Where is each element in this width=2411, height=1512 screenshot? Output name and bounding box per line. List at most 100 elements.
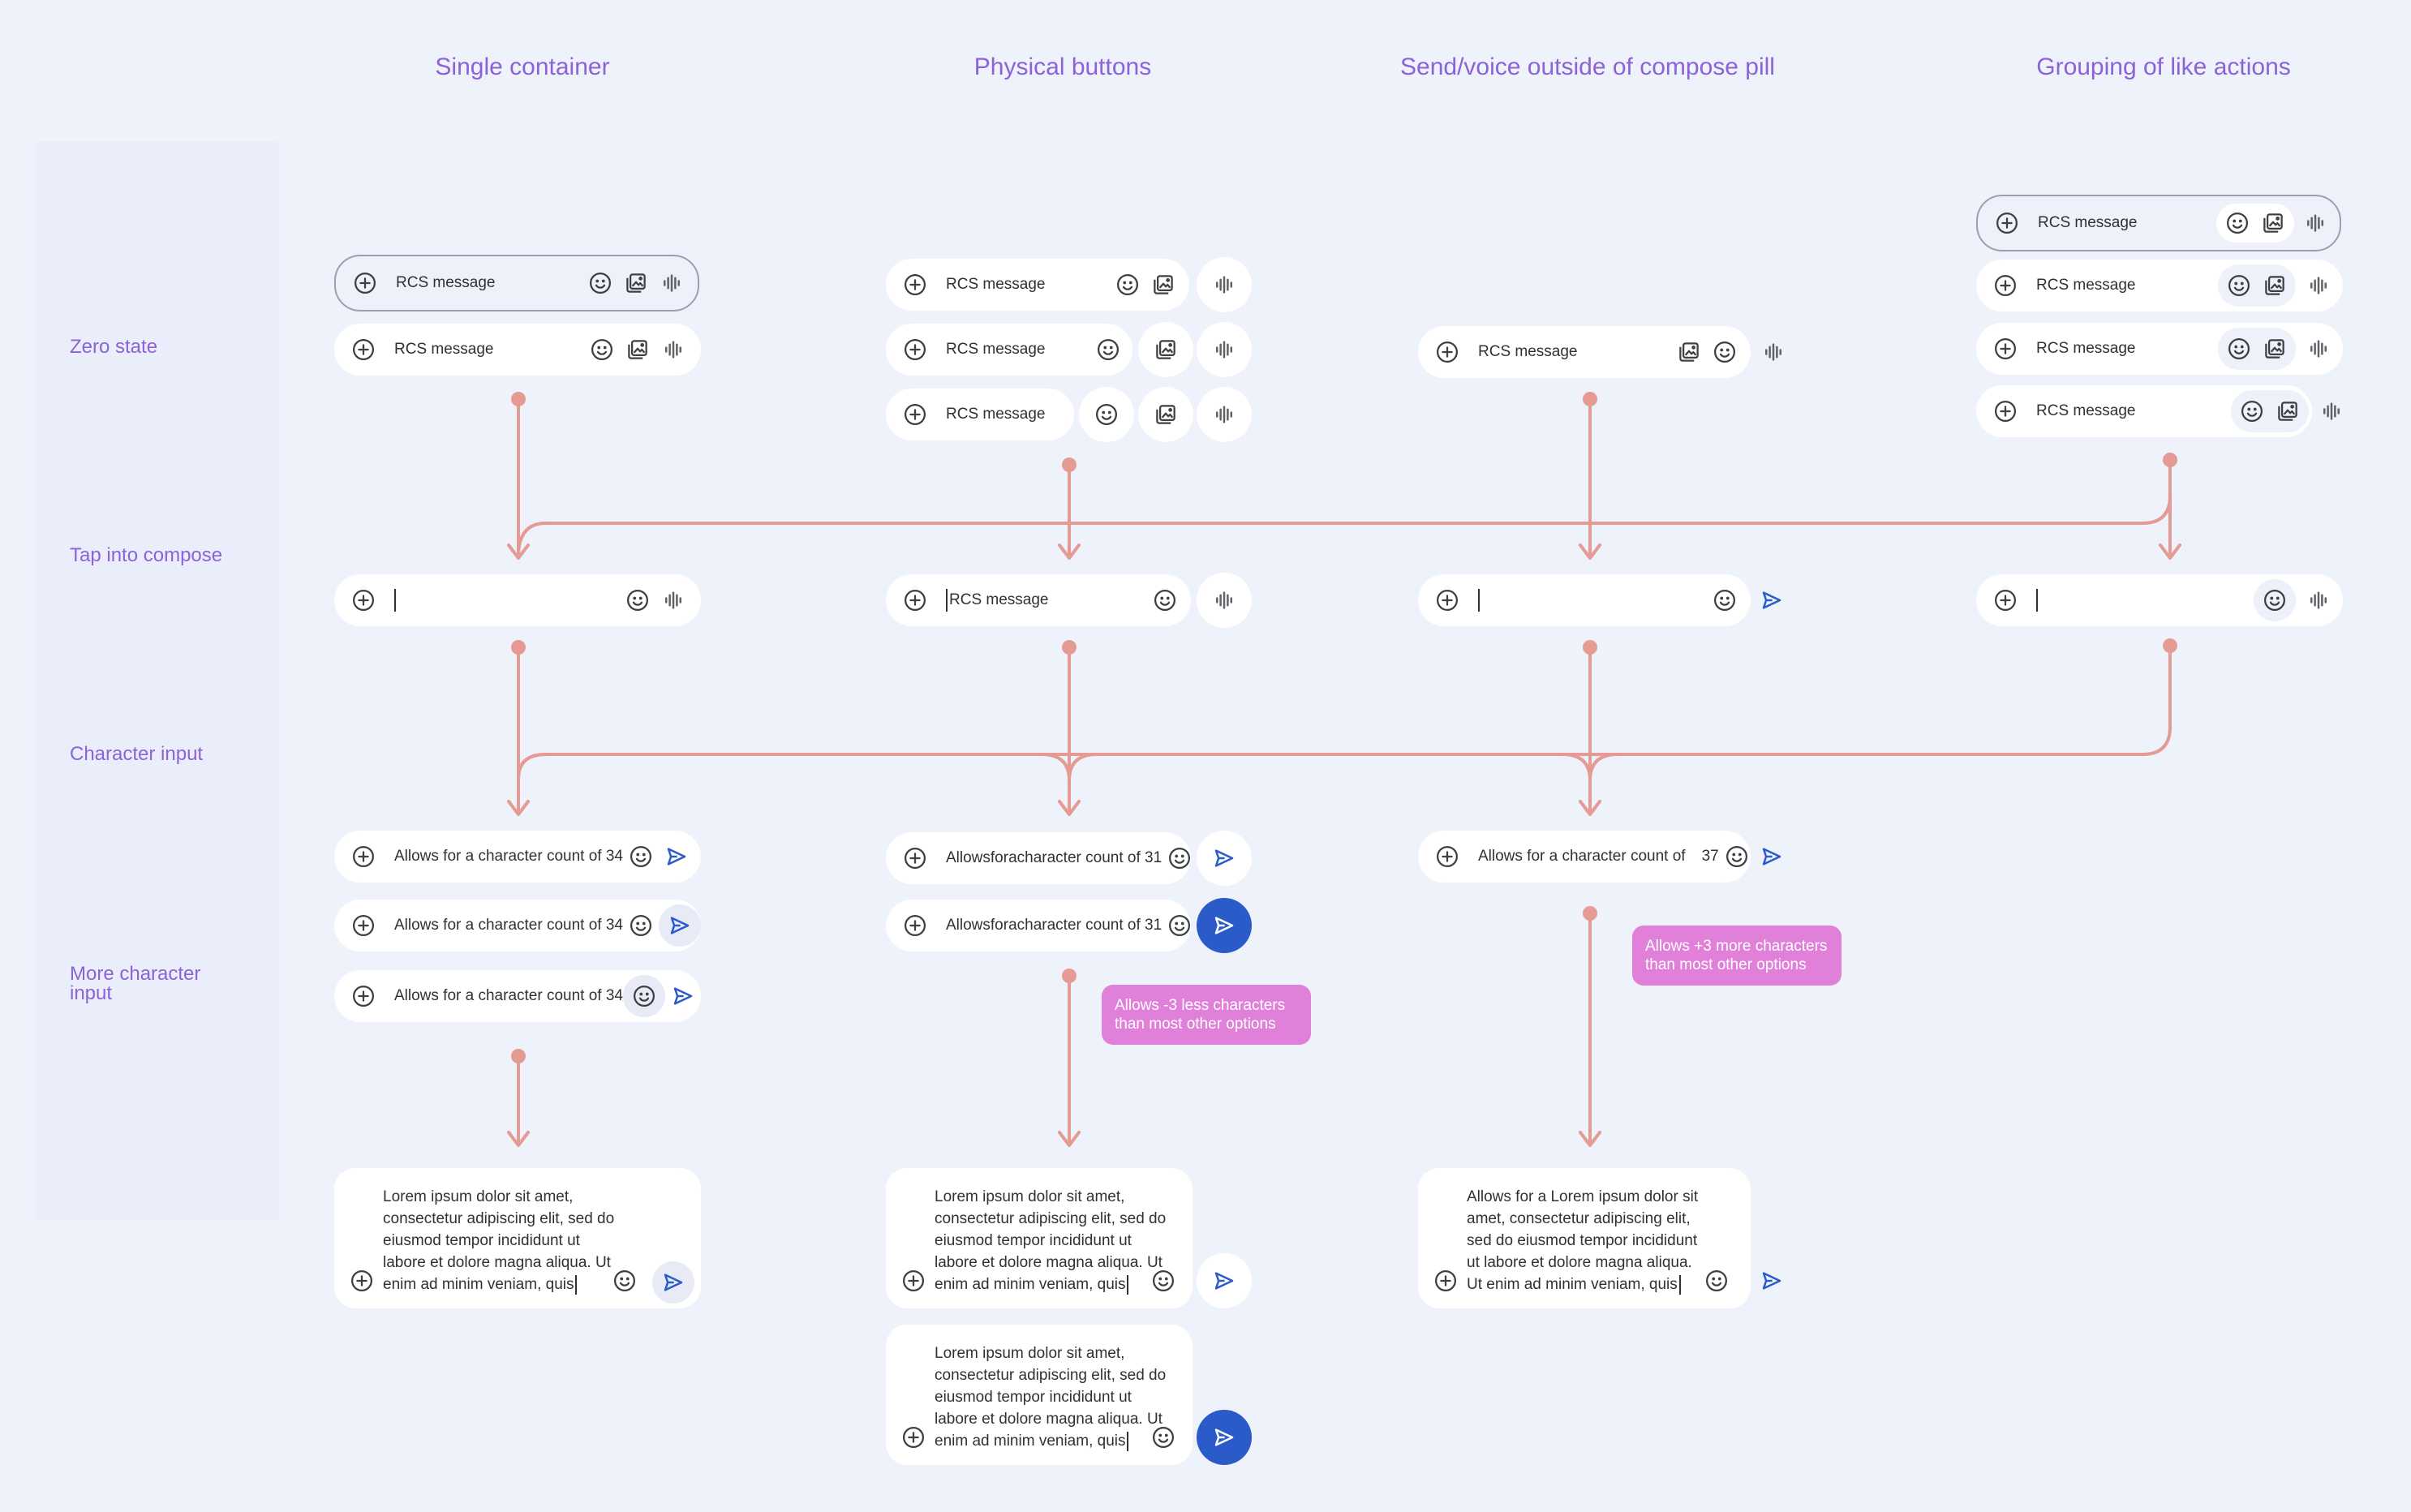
emoji-icon[interactable]	[582, 265, 618, 301]
compose-pill-zero-grouped-a[interactable]: RCS message	[1976, 260, 2343, 311]
emoji-icon[interactable]	[1707, 334, 1743, 370]
emoji-icon[interactable]	[620, 582, 655, 618]
compose-pill-char-input[interactable]: Allows for a character count of 37	[1418, 831, 1751, 883]
emoji-icon[interactable]	[584, 332, 620, 367]
send-icon[interactable]	[652, 1261, 694, 1304]
voice-waveform-icon[interactable]	[2314, 393, 2349, 429]
voice-button[interactable]	[1197, 257, 1252, 312]
add-circle-icon[interactable]	[1988, 268, 2023, 303]
emoji-icon[interactable]	[1090, 332, 1126, 367]
add-circle-icon[interactable]	[1429, 334, 1465, 370]
emoji-icon[interactable]	[607, 1263, 643, 1299]
add-circle-icon[interactable]	[1429, 582, 1465, 618]
emoji-icon[interactable]	[2220, 205, 2255, 241]
compose-pill-char-input[interactable]: Allowsforacharacter count of 31	[886, 832, 1191, 884]
compose-multiline-physical-b[interactable]: Lorem ipsum dolor sit amet, consectetur …	[886, 1325, 1193, 1465]
compose-pill-focused[interactable]	[1976, 574, 2343, 626]
voice-waveform-icon[interactable]	[655, 332, 691, 367]
emoji-icon[interactable]	[622, 975, 665, 1017]
compose-pill-zero-a[interactable]: RCS message	[886, 259, 1189, 311]
compose-pill-char-input-send-highlight[interactable]: Allows for a character count of 34	[334, 900, 701, 951]
emoji-icon[interactable]	[1699, 1263, 1734, 1299]
gallery-icon[interactable]	[1671, 334, 1707, 370]
compose-pill-zero[interactable]: RCS message	[1418, 326, 1751, 378]
voice-waveform-icon[interactable]	[2301, 268, 2336, 303]
send-icon[interactable]	[1754, 1263, 1790, 1299]
send-icon[interactable]	[658, 904, 701, 947]
compose-pill-char-input[interactable]: Allows for a character count of 34	[334, 831, 701, 883]
gallery-icon[interactable]	[2270, 393, 2306, 429]
compose-multiline-physical[interactable]: Lorem ipsum dolor sit amet, consectetur …	[886, 1168, 1193, 1308]
send-button-filled[interactable]	[1197, 898, 1252, 953]
add-circle-icon[interactable]	[896, 1420, 931, 1455]
gallery-icon[interactable]	[2255, 205, 2291, 241]
compose-multiline-outside[interactable]: Allows for a Lorem ipsum dolor sit amet,…	[1418, 1168, 1751, 1308]
add-circle-icon[interactable]	[897, 840, 933, 876]
add-circle-icon[interactable]	[346, 978, 381, 1014]
gallery-icon[interactable]	[618, 265, 654, 301]
compose-pill-zero-grouped-b[interactable]: RCS message	[1976, 323, 2343, 375]
gallery-icon[interactable]	[620, 332, 655, 367]
send-icon[interactable]	[665, 978, 701, 1014]
add-circle-icon[interactable]	[1989, 205, 2025, 241]
compose-pill-char-input-emoji-highlight[interactable]: Allows for a character count of 34	[334, 970, 701, 1022]
emoji-icon[interactable]	[2234, 393, 2270, 429]
gallery-icon[interactable]	[1145, 267, 1181, 303]
add-circle-icon[interactable]	[346, 582, 381, 618]
compose-pill-zero-b[interactable]: RCS message	[886, 324, 1132, 376]
emoji-icon[interactable]	[2257, 582, 2293, 618]
compose-pill-char-input-b[interactable]: Allowsforacharacter count of 31	[886, 900, 1191, 951]
emoji-icon[interactable]	[1162, 908, 1197, 943]
emoji-icon[interactable]	[1147, 582, 1183, 618]
add-circle-icon[interactable]	[896, 1263, 931, 1299]
add-circle-icon[interactable]	[897, 332, 933, 367]
add-circle-icon[interactable]	[897, 267, 933, 303]
voice-button[interactable]	[1197, 387, 1252, 442]
compose-pill-focused[interactable]	[1418, 574, 1751, 626]
emoji-icon[interactable]	[1145, 1263, 1181, 1299]
add-circle-icon[interactable]	[1988, 393, 2023, 429]
voice-waveform-icon[interactable]	[2301, 331, 2336, 367]
emoji-icon[interactable]	[1719, 839, 1755, 874]
add-circle-icon[interactable]	[346, 839, 381, 874]
compose-pill-zero[interactable]: RCS message	[334, 324, 701, 376]
emoji-icon[interactable]	[1162, 840, 1197, 876]
emoji-icon[interactable]	[2221, 268, 2257, 303]
gallery-button[interactable]	[1138, 387, 1193, 442]
voice-waveform-icon[interactable]	[655, 582, 691, 618]
send-icon[interactable]	[659, 839, 694, 874]
add-circle-icon[interactable]	[1428, 1263, 1463, 1299]
add-circle-icon[interactable]	[1429, 839, 1465, 874]
emoji-icon[interactable]	[2221, 331, 2257, 367]
add-circle-icon[interactable]	[1988, 582, 2023, 618]
add-circle-icon[interactable]	[346, 908, 381, 943]
voice-waveform-icon[interactable]	[1756, 334, 1791, 370]
compose-pill-zero-grouped-c[interactable]: RCS message	[1976, 385, 2312, 437]
send-icon[interactable]	[1754, 582, 1790, 618]
voice-button[interactable]	[1197, 573, 1252, 628]
compose-pill-focused[interactable]: RCS message	[886, 574, 1191, 626]
voice-waveform-icon[interactable]	[654, 265, 690, 301]
gallery-button[interactable]	[1138, 322, 1193, 377]
add-circle-icon[interactable]	[897, 397, 933, 432]
emoji-button[interactable]	[1079, 387, 1134, 442]
emoji-icon[interactable]	[1110, 267, 1145, 303]
gallery-icon[interactable]	[2257, 331, 2293, 367]
compose-pill-zero-outlined[interactable]: RCS message	[1976, 195, 2341, 251]
add-circle-icon[interactable]	[344, 1263, 380, 1299]
gallery-icon[interactable]	[2257, 268, 2293, 303]
voice-waveform-icon[interactable]	[2297, 205, 2333, 241]
compose-multiline-single[interactable]: Lorem ipsum dolor sit amet, consectetur …	[334, 1168, 701, 1308]
emoji-icon[interactable]	[623, 839, 659, 874]
voice-waveform-icon[interactable]	[2301, 582, 2336, 618]
add-circle-icon[interactable]	[897, 908, 933, 943]
voice-button[interactable]	[1197, 322, 1252, 377]
add-circle-icon[interactable]	[346, 332, 381, 367]
send-button[interactable]	[1197, 1253, 1252, 1308]
compose-pill-zero-outlined[interactable]: RCS message	[334, 255, 699, 311]
send-icon[interactable]	[1754, 839, 1790, 874]
emoji-icon[interactable]	[1145, 1420, 1181, 1455]
emoji-icon[interactable]	[623, 908, 659, 943]
send-button-filled[interactable]	[1197, 1410, 1252, 1465]
compose-pill-zero-c[interactable]: RCS message	[886, 389, 1074, 440]
